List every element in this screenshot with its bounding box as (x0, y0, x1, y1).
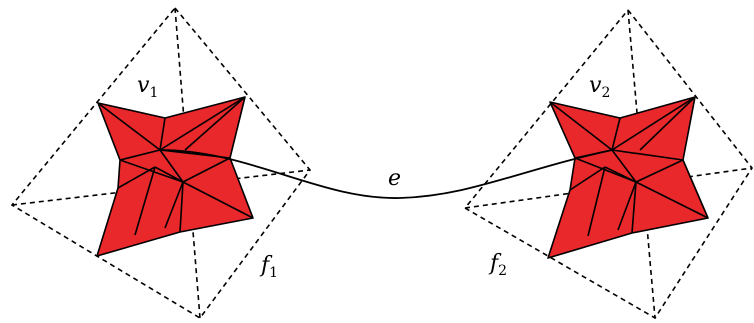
star-face-left (96, 96, 254, 257)
edge-curve-e (159, 149, 613, 199)
label-v1: v1 (137, 73, 158, 101)
label-f1: f1 (259, 253, 278, 281)
vertex-figure-right (463, 9, 753, 320)
vertex-figure-left (10, 7, 312, 320)
triangulation-right (549, 96, 709, 237)
triangulation-left (97, 96, 254, 236)
label-v2: v2 (589, 73, 610, 101)
label-f2: f2 (488, 251, 507, 279)
label-edge-e: e (388, 166, 401, 191)
